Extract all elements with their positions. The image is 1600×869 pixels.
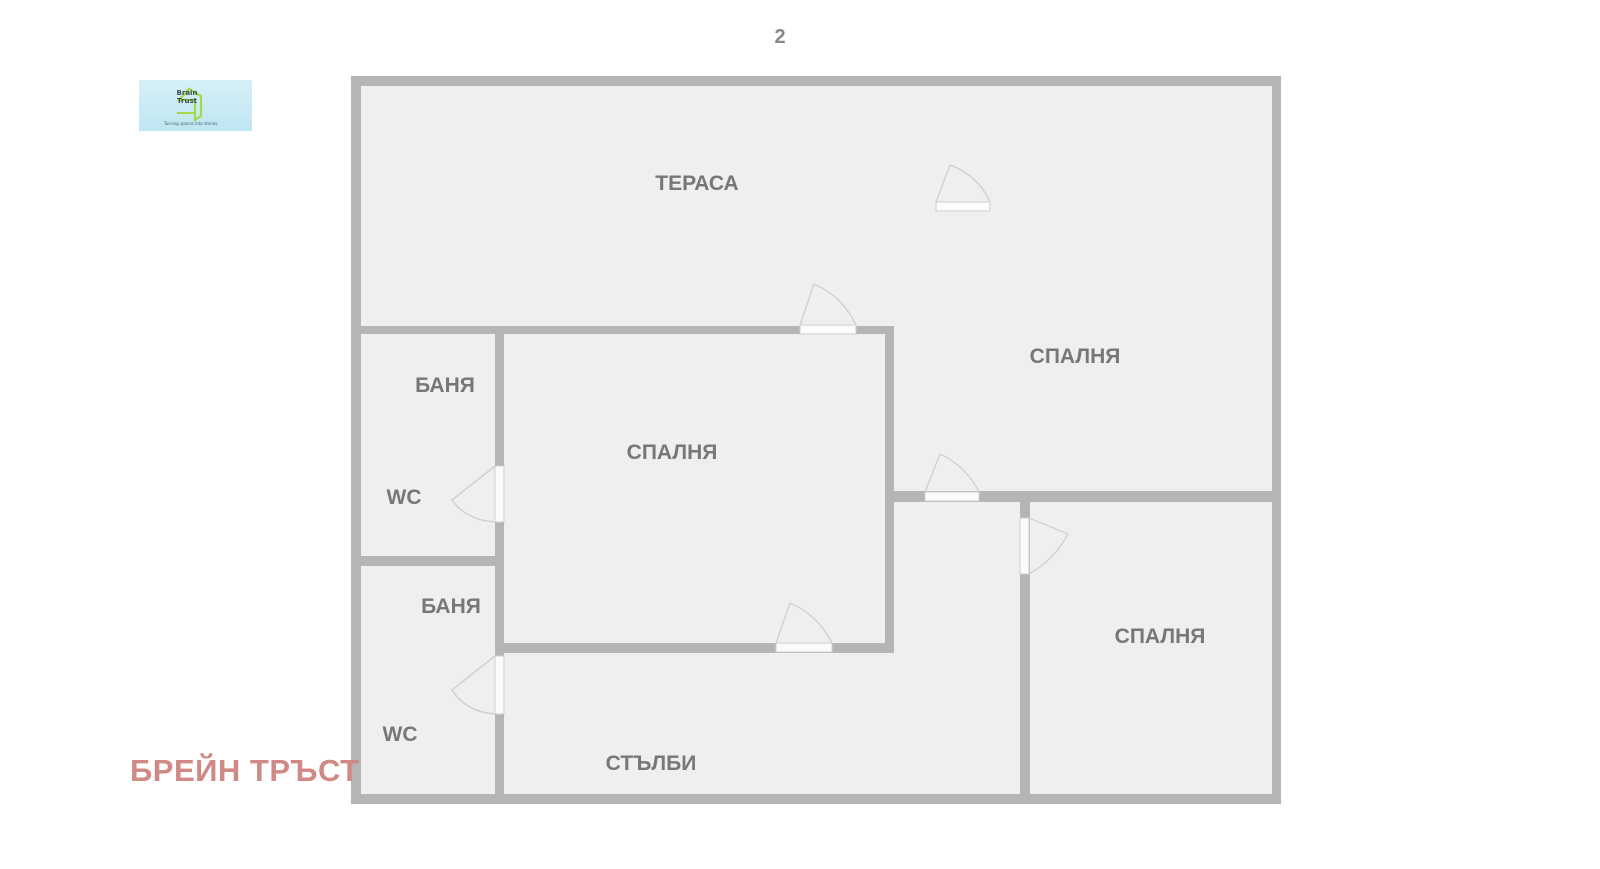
- agency-watermark: БРЕЙН ТРЪСТ: [130, 753, 360, 788]
- logo-name-line2: Trust: [177, 97, 197, 105]
- label-wc-top: WC: [387, 486, 422, 509]
- door-swing-bedroom-right-bottom: [1028, 517, 1069, 575]
- floor-number: 2: [774, 26, 786, 48]
- door-terrace-center: [799, 324, 857, 335]
- brain-trust-logo: Brain Trust Turning spaces into stories: [139, 80, 252, 131]
- floor-hall: [894, 502, 1020, 653]
- door-swing-bedroom-center: [775, 602, 833, 644]
- door-wc-bottom: [494, 655, 505, 715]
- door-swing-terrace-center: [799, 283, 857, 326]
- floor-bedroom-right-bottom: [1030, 502, 1272, 794]
- floor-bathroom-bottom: [361, 566, 495, 794]
- label-bathroom-top: БАНЯ: [415, 374, 475, 397]
- door-swing-bedroom-right-top: [924, 453, 980, 493]
- label-bathroom-bottom: БАНЯ: [421, 595, 481, 618]
- floor-bedroom-center: [504, 334, 885, 643]
- logo-name: Brain Trust: [174, 89, 200, 105]
- label-stairs: СТЪЛБИ: [606, 752, 697, 775]
- label-terrace: ТЕРАСА: [655, 172, 738, 195]
- door-bedroom-center: [775, 642, 833, 653]
- label-bedroom-right-top: СПАЛНЯ: [1030, 345, 1121, 368]
- floor-bedroom-right-top: [894, 212, 1272, 491]
- door-swing-terrace-right: [935, 164, 991, 203]
- door-swing-wc-bottom: [451, 655, 496, 715]
- logo-tagline: Turning spaces into stories: [164, 121, 218, 126]
- house-logo-icon: [176, 87, 203, 123]
- floor-bathroom-top: [361, 334, 495, 556]
- label-bedroom-right-bottom: СПАЛНЯ: [1115, 625, 1206, 648]
- door-bedroom-right-bottom: [1019, 517, 1030, 575]
- label-bedroom-center: СПАЛНЯ: [627, 441, 718, 464]
- door-bedroom-right-top: [924, 491, 980, 502]
- door-terrace-right: [935, 201, 991, 212]
- door-swing-wc-top: [451, 465, 496, 523]
- floor-stairs: [504, 653, 1020, 794]
- door-wc-top: [494, 465, 505, 523]
- label-wc-bottom: WC: [383, 723, 418, 746]
- logo-name-line1: Brain: [176, 89, 198, 97]
